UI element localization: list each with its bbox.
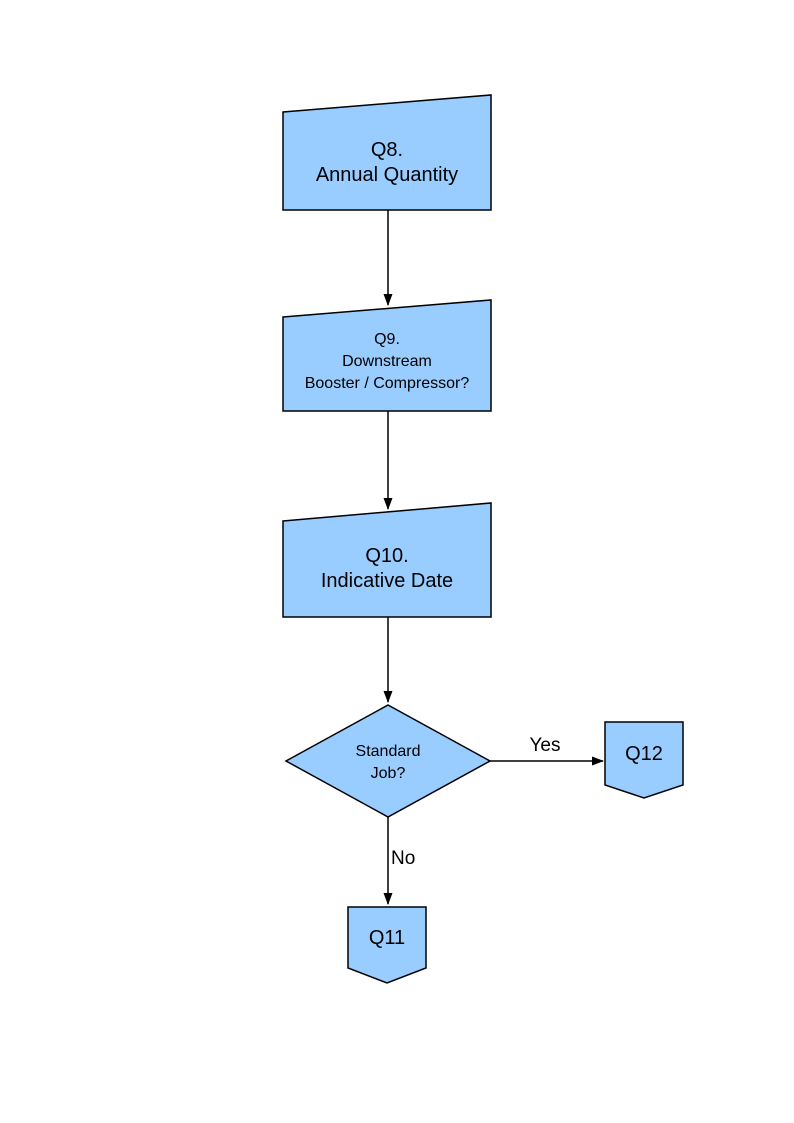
q9-node-shape <box>282 299 492 412</box>
q12-connector-shape <box>604 721 684 799</box>
q8-node-label: Q8. Annual Quantity <box>315 139 459 186</box>
no-edge-label: No <box>391 848 416 869</box>
yes-edge-label: Yes <box>529 735 561 756</box>
q9-node-label: Q9. Downstream Booster / Compressor? <box>304 330 470 392</box>
q8-node-shape <box>282 94 492 211</box>
q10-node-shape <box>282 502 492 618</box>
standard-job-decision-label: Standard Job? <box>355 743 421 782</box>
q10-node-label: Q10. Indicative Date <box>320 545 454 592</box>
q12-connector-label: Q12 <box>625 742 663 765</box>
q11-connector-label: Q11 <box>368 926 406 949</box>
q11-connector-shape <box>347 906 427 984</box>
